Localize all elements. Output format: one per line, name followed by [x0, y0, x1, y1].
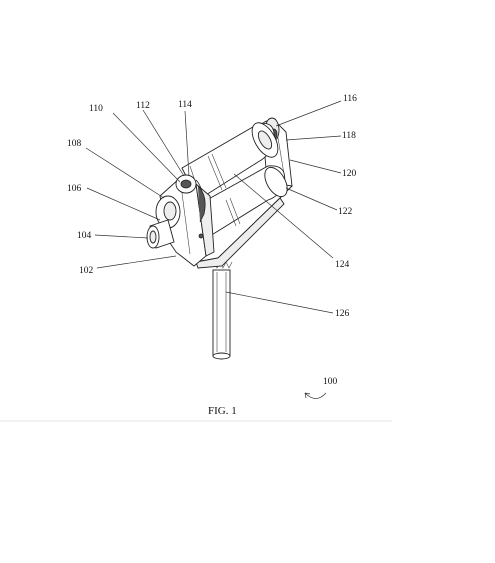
top-ring-110-112-114	[175, 174, 206, 223]
label-118: 118	[342, 131, 356, 141]
label-110: 110	[89, 104, 103, 114]
label-108: 108	[67, 139, 82, 149]
label-120: 120	[342, 169, 357, 179]
lower-roller	[195, 165, 288, 237]
label-114: 114	[178, 100, 192, 110]
label-106: 106	[67, 184, 82, 194]
reference-labels: 110 112 114 108 106 104 102 116 118 120 …	[67, 94, 357, 387]
label-102: 102	[79, 266, 94, 276]
leader-lines	[85, 100, 342, 399]
figure-reference-100: 100	[323, 377, 338, 387]
figure-caption: FIG. 1	[208, 405, 237, 417]
label-124: 124	[335, 260, 350, 270]
label-126: 126	[335, 309, 350, 319]
label-104: 104	[77, 231, 92, 241]
label-112: 112	[136, 101, 150, 111]
label-122: 122	[338, 207, 353, 217]
label-116: 116	[343, 94, 357, 104]
front-pipe-104	[146, 219, 175, 249]
upper-roller	[181, 122, 279, 201]
shaft-126	[212, 261, 233, 360]
